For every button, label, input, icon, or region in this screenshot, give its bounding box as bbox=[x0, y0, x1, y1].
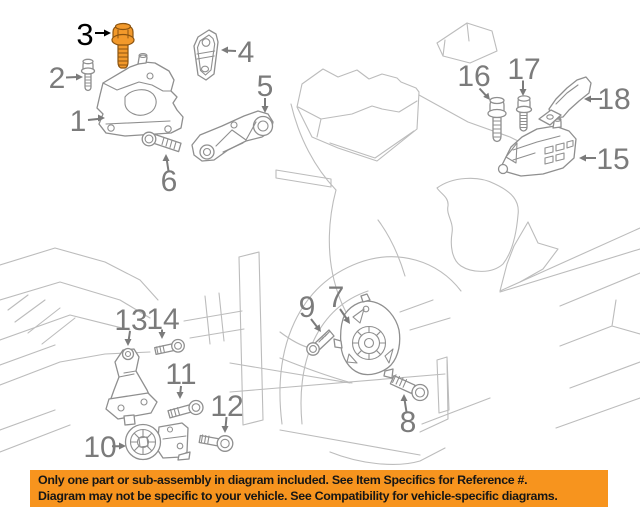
callout-10: 10 bbox=[83, 431, 126, 464]
callout-14: 14 bbox=[146, 303, 180, 339]
callout-11: 11 bbox=[165, 358, 197, 399]
part-7-engine-mount bbox=[333, 293, 401, 379]
part-1-engine-mount bbox=[96, 52, 184, 137]
callout-6-number: 6 bbox=[161, 165, 178, 198]
callout-3-number: 3 bbox=[76, 17, 93, 52]
callout-13-number: 13 bbox=[114, 304, 147, 337]
callout-18-number: 18 bbox=[597, 83, 630, 116]
part-18-brace-bracket bbox=[538, 76, 592, 126]
callout-2: 2 bbox=[49, 62, 83, 95]
callout-7: 7 bbox=[328, 281, 350, 324]
part-8-flange-bolt bbox=[389, 374, 429, 402]
callout-8-number: 8 bbox=[400, 406, 417, 439]
part-3-flange-bolt-highlighted bbox=[111, 22, 135, 69]
callout-8: 8 bbox=[400, 394, 417, 439]
callout-13: 13 bbox=[114, 304, 148, 346]
part-11-flange-bolt bbox=[167, 399, 204, 419]
callout-16-number: 16 bbox=[457, 60, 490, 93]
callout-4-number: 4 bbox=[238, 36, 255, 69]
part-13-mount-bracket bbox=[105, 347, 158, 426]
callout-1-number: 1 bbox=[70, 105, 87, 138]
callout-15-number: 15 bbox=[596, 143, 629, 176]
part-6-flange-bolt bbox=[141, 131, 182, 153]
callout-5-number: 5 bbox=[257, 70, 274, 103]
part-12-flange-bolt bbox=[198, 434, 234, 452]
callout-7-number: 7 bbox=[328, 281, 345, 314]
callout-17-number: 17 bbox=[507, 53, 540, 86]
callout-10-number: 10 bbox=[83, 431, 116, 464]
callout-16: 16 bbox=[457, 60, 491, 100]
disclaimer-banner: Only one part or sub-assembly in diagram… bbox=[30, 470, 608, 507]
part-10-transmission-mount bbox=[124, 422, 191, 461]
callout-14-number: 14 bbox=[146, 303, 179, 336]
disclaimer-line-2: Diagram may not be specific to your vehi… bbox=[38, 488, 558, 503]
callout-18: 18 bbox=[584, 83, 631, 116]
callout-4: 4 bbox=[221, 36, 254, 69]
callout-1: 1 bbox=[70, 105, 105, 138]
part-14-flange-bolt bbox=[154, 338, 185, 356]
callout-9: 9 bbox=[299, 291, 321, 332]
part-4-bracket bbox=[193, 29, 219, 81]
part-16-flange-bolt bbox=[487, 96, 507, 143]
callout-11-number: 11 bbox=[165, 358, 196, 391]
disclaimer-line-1: Only one part or sub-assembly in diagram… bbox=[38, 473, 528, 487]
part-15-engine-mount bbox=[497, 117, 577, 177]
part-2-flange-bolt bbox=[80, 58, 96, 92]
callout-12: 12 bbox=[210, 390, 244, 433]
engine-line-art bbox=[0, 22, 640, 465]
callout-6: 6 bbox=[161, 154, 178, 198]
callout-12-number: 12 bbox=[210, 390, 243, 423]
callout-15: 15 bbox=[579, 143, 630, 176]
callout-2-number: 2 bbox=[49, 62, 66, 95]
part-17-flange-bolt bbox=[515, 95, 533, 132]
callout-3-highlighted: 3 bbox=[76, 17, 111, 52]
callout-5: 5 bbox=[257, 70, 274, 113]
callout-17: 17 bbox=[507, 53, 541, 96]
part-9-flange-bolt bbox=[306, 329, 335, 356]
callout-9-number: 9 bbox=[299, 291, 316, 324]
part-5-support-bracket bbox=[191, 110, 274, 162]
